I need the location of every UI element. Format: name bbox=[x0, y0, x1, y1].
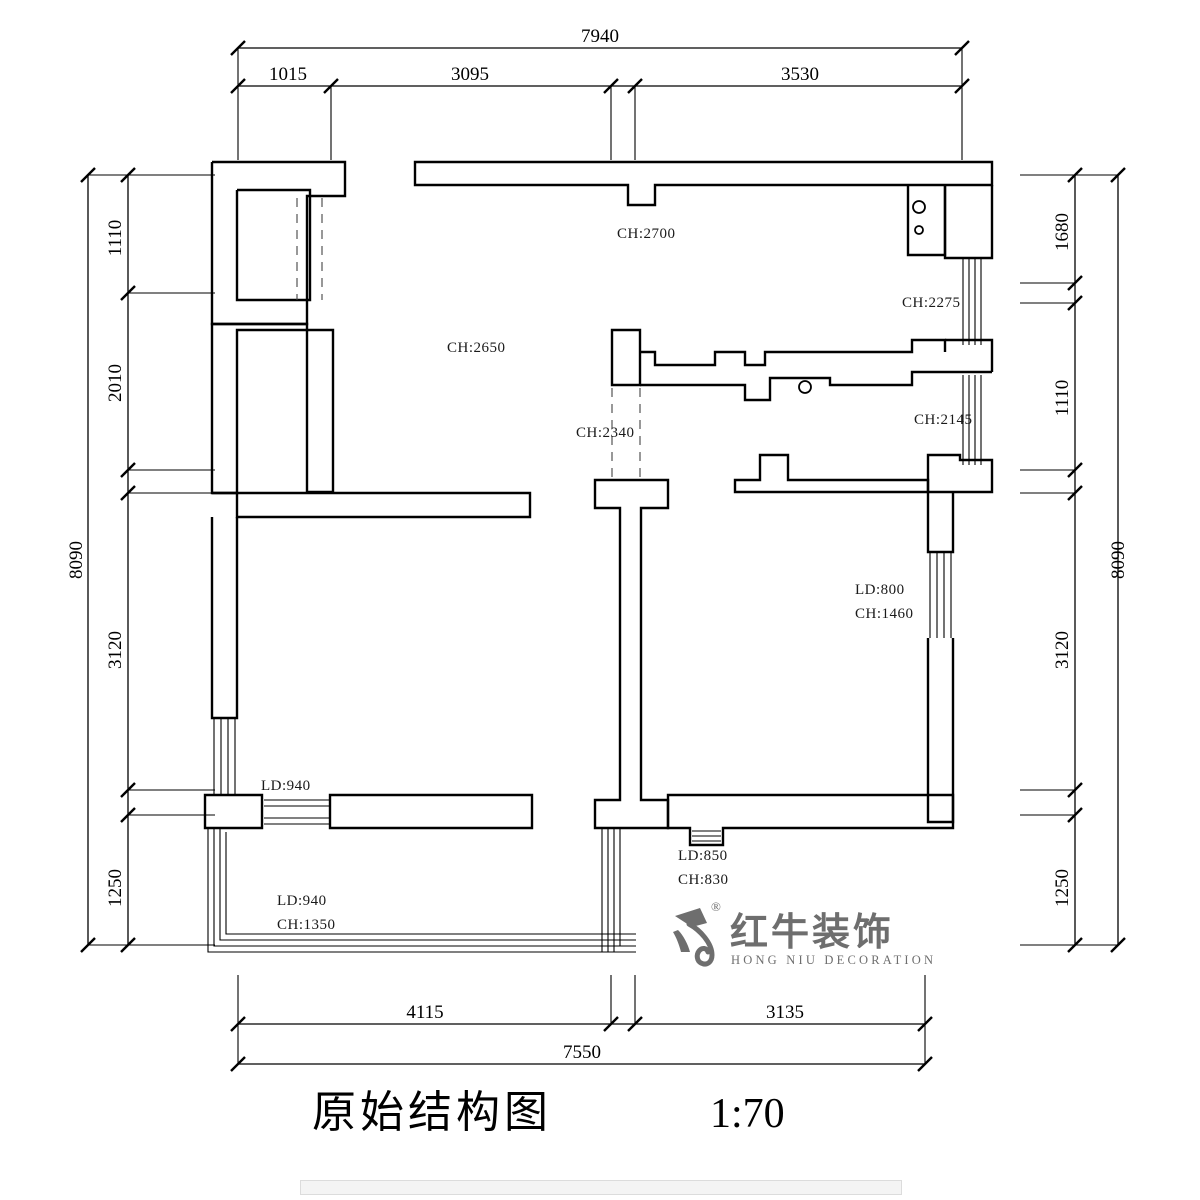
window-left-lower bbox=[213, 718, 236, 795]
balcony-enclosure-glazing bbox=[207, 828, 636, 953]
wall-left-vertical-long bbox=[305, 328, 335, 494]
wall-right-room-right-upper bbox=[926, 492, 955, 554]
dim-left-seg-3: 1250 bbox=[105, 869, 126, 907]
dim-left-seg-1: 2010 bbox=[105, 364, 126, 402]
wall-left-bottom-horizontal bbox=[328, 793, 534, 830]
ceiling-height-annotations: CH:2700 CH:2650 CH:2340 CH:2275 CH:2145 bbox=[447, 226, 973, 441]
annotation-ch-2340: CH:2340 bbox=[576, 425, 635, 441]
window-right-middle bbox=[962, 375, 982, 465]
wall-right-room-bottom bbox=[666, 793, 955, 847]
annotation-ch-830: CH:830 bbox=[678, 872, 729, 888]
drawing-title-block: 原始结构图 1:70 bbox=[312, 1087, 785, 1138]
wall-middle-horizontal bbox=[640, 370, 992, 402]
annotation-ld-940-balcony: LD:940 bbox=[277, 893, 327, 909]
dim-right-seg-3: 1250 bbox=[1052, 869, 1073, 907]
top-dimension-chain: 7940 1015 3095 3530 bbox=[230, 26, 970, 160]
wall-upper-right-shaft-outer bbox=[943, 185, 994, 260]
bull-mark-icon bbox=[673, 908, 715, 967]
company-logo: ® 红牛装饰 HONG NIU DECORATION bbox=[673, 899, 936, 967]
drawing-scale: 1:70 bbox=[710, 1091, 785, 1137]
wall-right-room-right-lower bbox=[926, 638, 955, 824]
dim-left-seg-2: 3120 bbox=[105, 631, 126, 669]
right-dimension-chain: 1680 1110 3120 1250 8090 bbox=[1020, 167, 1129, 953]
wall-top-main bbox=[413, 160, 994, 207]
wall-left-spine bbox=[210, 322, 309, 495]
dim-left-total: 8090 bbox=[66, 541, 87, 579]
wall-right-mid-block bbox=[926, 453, 994, 494]
dim-bottom-total: 7550 bbox=[563, 1042, 601, 1063]
horizontal-scrollbar[interactable] bbox=[300, 1180, 902, 1195]
dim-right-total: 8090 bbox=[1108, 541, 1129, 579]
annotation-ch-2650: CH:2650 bbox=[447, 340, 506, 356]
bottom-dimension-chain: 4115 3135 7550 bbox=[230, 975, 933, 1072]
annotation-ld-940-door: LD:940 bbox=[261, 778, 311, 794]
dim-bottom-seg-1: 3135 bbox=[766, 1002, 804, 1023]
left-dimension-chain: 8090 1110 2010 3120 1250 bbox=[66, 167, 215, 953]
window-right-room bbox=[929, 552, 952, 638]
dim-right-seg-2: 3120 bbox=[1052, 631, 1073, 669]
wall-upper-left-inner bbox=[235, 188, 312, 302]
logo-brand-cn: 红牛装饰 bbox=[730, 910, 894, 954]
wall-center-column bbox=[593, 478, 670, 830]
annotation-ld-800: LD:800 bbox=[855, 582, 905, 598]
window-right-upper bbox=[962, 258, 982, 345]
floor-plan-walls bbox=[203, 160, 994, 953]
logo-brand-en: HONG NIU DECORATION bbox=[731, 953, 936, 967]
door-opening-upper-left bbox=[296, 198, 323, 300]
window-center-bottom-left bbox=[601, 828, 621, 952]
registered-trademark-icon: ® bbox=[711, 899, 721, 914]
pipe-riser-circle-small-icon bbox=[914, 225, 924, 235]
door-leaf-left-bottom bbox=[264, 799, 330, 825]
wall-center-upper-block bbox=[610, 328, 642, 387]
dim-top-seg-0: 1015 bbox=[269, 64, 307, 85]
wall-upper-right-shaft bbox=[906, 185, 947, 257]
wall-left-room-vertical bbox=[210, 517, 239, 720]
wall-middle-right-edge bbox=[945, 338, 994, 372]
pipe-riser-circle-middle-icon bbox=[798, 380, 812, 394]
wall-left-lower-horizontal bbox=[212, 491, 532, 519]
annotation-ld-850: LD:850 bbox=[678, 848, 728, 864]
opening-annotations: LD:800 CH:1460 LD:850 CH:830 LD:940 LD:9… bbox=[261, 582, 914, 933]
dim-right-seg-0: 1680 bbox=[1052, 213, 1073, 251]
annotation-ch-1350-balcony: CH:1350 bbox=[277, 917, 336, 933]
dim-top-seg-1: 3095 bbox=[451, 64, 489, 85]
window-bottom-recess bbox=[692, 830, 721, 842]
dim-bottom-seg-0: 4115 bbox=[406, 1002, 443, 1023]
wall-right-room-top bbox=[733, 453, 930, 494]
annotation-ch-1460: CH:1460 bbox=[855, 606, 914, 622]
dim-right-seg-1: 1110 bbox=[1052, 380, 1073, 417]
annotation-ch-2145: CH:2145 bbox=[914, 412, 973, 428]
page-title: 原始结构图 bbox=[312, 1087, 552, 1138]
wall-left-door-header bbox=[203, 793, 264, 830]
annotation-ch-2700: CH:2700 bbox=[617, 226, 676, 242]
dim-top-seg-2: 3530 bbox=[781, 64, 819, 85]
pipe-riser-circle-icon bbox=[912, 200, 926, 214]
annotation-ch-2275: CH:2275 bbox=[902, 295, 961, 311]
wall-middle-jog-upper bbox=[640, 338, 947, 367]
dim-left-seg-0: 1110 bbox=[105, 220, 126, 257]
dim-top-total: 7940 bbox=[581, 26, 619, 47]
